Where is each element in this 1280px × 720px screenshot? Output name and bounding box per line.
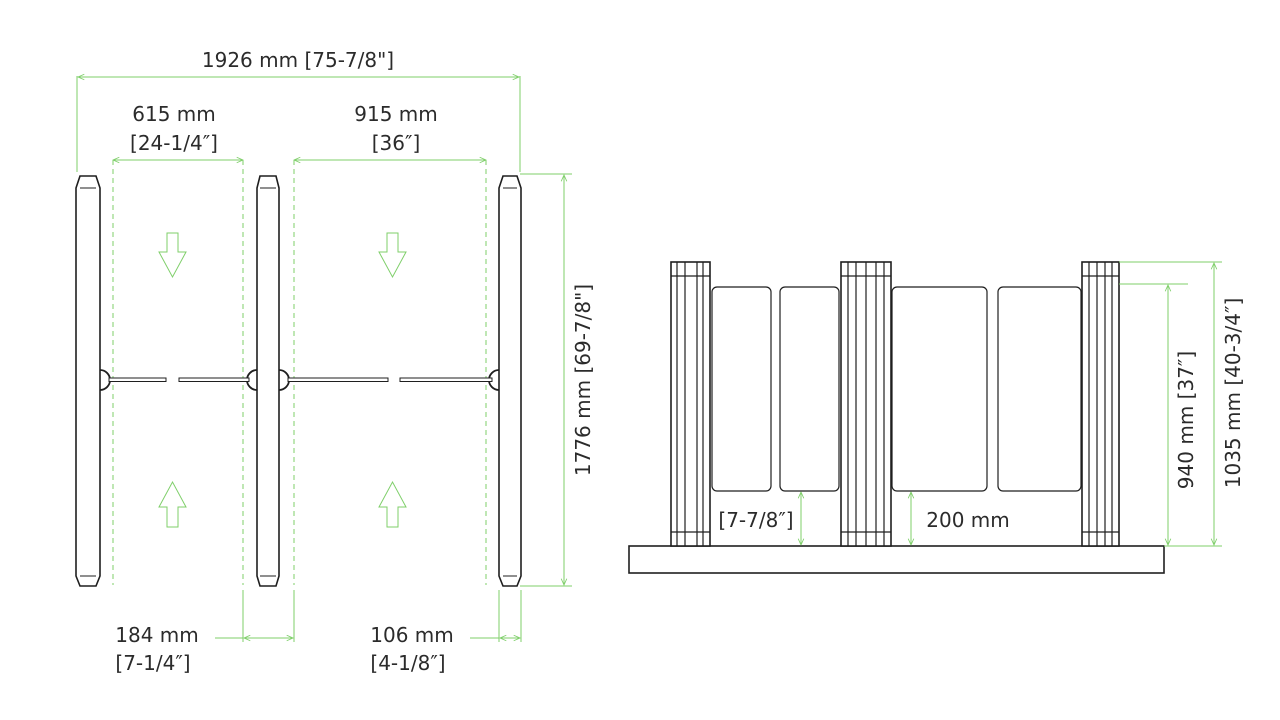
cabinet-left [670, 261, 711, 547]
lane-narrow-metric: 615 mm [132, 102, 216, 126]
lane-wide-imperial: [36″] [372, 131, 421, 155]
side-view: [7-7/8″] 200 mm 940 mm [37″] 1035 mm [40… [628, 261, 1245, 574]
cabinet-height-label: 1035 mm [40-3/4″] [1221, 298, 1245, 489]
gap-right-metric: 106 mm [370, 623, 454, 647]
panel-height-label: 940 mm [37″] [1174, 351, 1198, 489]
barriers-top [99, 369, 500, 391]
gap-left-metric: 184 mm [115, 623, 199, 647]
lane-narrow-dimension: 615 mm [24-1/4″] [113, 102, 243, 160]
panel-bottom-dimension: [7-7/8″] 200 mm [718, 492, 1010, 545]
cabinet-center [840, 261, 892, 547]
post-right [498, 175, 522, 587]
overall-width-dimension: 1926 mm [75-7/8"] [76, 48, 521, 172]
glass-panels [711, 286, 1082, 492]
panel-bottom-imperial: [7-7/8″] [718, 508, 793, 532]
gap-right-dimension: 106 mm [4-1/8″] [370, 590, 522, 675]
gap-left-imperial: [7-1/4″] [115, 651, 190, 675]
overall-width-label: 1926 mm [75-7/8"] [202, 48, 394, 72]
length-dimension: 1776 mm [69-7/8"] [520, 173, 595, 587]
direction-arrows [158, 232, 407, 528]
gap-right-imperial: [4-1/8″] [370, 651, 445, 675]
lane-guides [112, 160, 487, 585]
arrow-up-icon [378, 480, 407, 528]
cabinet-right [1081, 261, 1120, 547]
lane-narrow-imperial: [24-1/4″] [130, 131, 218, 155]
arrow-down-icon [158, 232, 187, 279]
arrow-down-icon [378, 232, 407, 279]
lane-wide-metric: 915 mm [354, 102, 438, 126]
panel-bottom-metric: 200 mm [926, 508, 1010, 532]
base-plinth [628, 545, 1165, 574]
gap-left-dimension: 184 mm [7-1/4″] [115, 590, 295, 675]
post-center [256, 175, 280, 587]
height-dimensions: 940 mm [37″] 1035 mm [40-3/4″] [1119, 261, 1245, 547]
lane-wide-dimension: 915 mm [36″] [294, 102, 486, 160]
length-label: 1776 mm [69-7/8"] [571, 284, 595, 476]
top-view: 1926 mm [75-7/8"] 615 mm [24-1/4″] 915 m… [75, 48, 595, 675]
arrow-up-icon [158, 480, 187, 528]
post-left [75, 175, 101, 587]
